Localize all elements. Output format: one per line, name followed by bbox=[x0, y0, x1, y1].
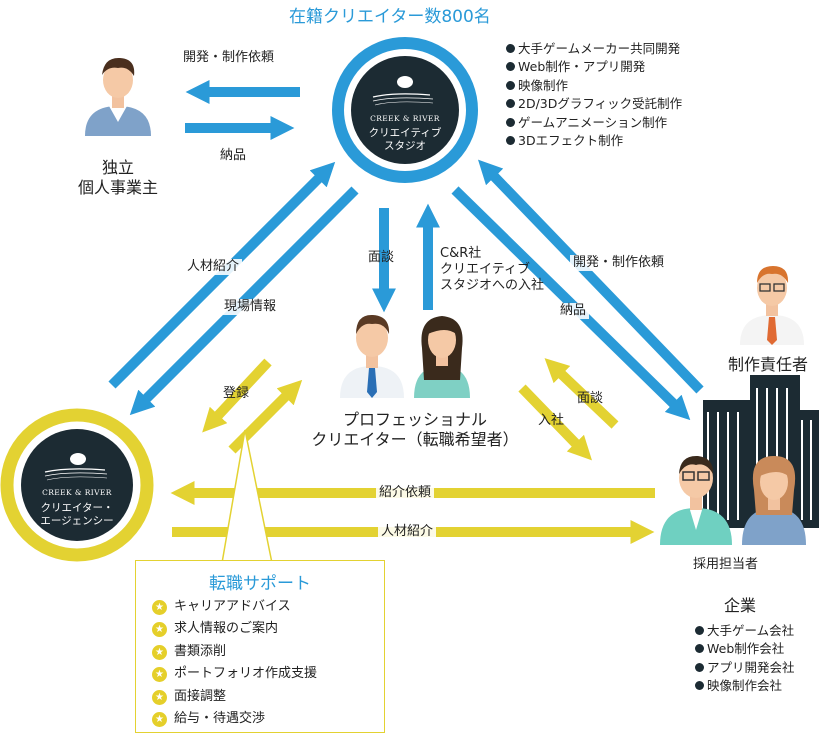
star-icon: ★ bbox=[152, 622, 167, 638]
recruiter-female-icon bbox=[742, 456, 806, 545]
studio-logo-text: CREEK & RIVER bbox=[370, 114, 440, 123]
arrow-talent-intro-to-studio bbox=[108, 161, 336, 389]
list-item: ★求人情報のご案内 bbox=[152, 618, 317, 640]
manager-label: 制作責任者 bbox=[728, 355, 809, 374]
creator-line1: プロフェッショナル bbox=[342, 410, 487, 429]
arrow-register-to-agency bbox=[202, 358, 272, 433]
list-item: 3Dエフェクト制作 bbox=[506, 132, 682, 150]
arrow-interview-to-creator bbox=[544, 358, 619, 429]
independent-line2: 個人事業主 bbox=[77, 178, 158, 197]
blue-arrows bbox=[108, 79, 704, 421]
studio-name-line2: スタジオ bbox=[384, 140, 426, 152]
creator-label: プロフェッショナル クリエイター（転職希望者） bbox=[300, 410, 530, 450]
star-icon: ★ bbox=[152, 644, 167, 660]
manager-person-icon bbox=[740, 266, 804, 345]
label-delivery-top: 納品 bbox=[220, 148, 247, 163]
list-item: ★面接調整 bbox=[152, 686, 317, 708]
label-site-info: 現場情報 bbox=[221, 299, 280, 316]
agency-logo-text: CREEK & RIVER bbox=[42, 488, 112, 497]
label-interview-center: 面談 bbox=[368, 250, 395, 265]
arrow-join-to-company bbox=[518, 384, 593, 461]
list-item: ゲームアニメーション制作 bbox=[506, 114, 682, 132]
page-title: 在籍クリエイター数800名 bbox=[289, 7, 491, 27]
support-title: 転職サポート bbox=[209, 574, 311, 594]
list-item: 映像制作 bbox=[506, 77, 682, 95]
list-item: アプリ開発会社 bbox=[695, 659, 795, 677]
label-intro-request: 紹介依頼 bbox=[376, 485, 435, 502]
list-item: 大手ゲームメーカー共同開発 bbox=[506, 40, 682, 58]
star-icon: ★ bbox=[152, 689, 167, 705]
arrow-agency-to-creator bbox=[228, 379, 303, 454]
label-register: 登録 bbox=[223, 386, 250, 401]
agency-circle bbox=[0, 408, 154, 562]
recruiter-male-icon bbox=[660, 455, 732, 545]
creek-river-logo-icon bbox=[44, 453, 108, 481]
creator-line2: クリエイター（転職希望者） bbox=[311, 430, 519, 449]
label-talent-intro-bottom: 人材紹介 bbox=[378, 524, 437, 541]
label-dev-request-top: 開発・制作依頼 bbox=[183, 50, 275, 65]
support-box: 転職サポート ★キャリアアドバイス ★求人情報のご案内 ★書類添削 ★ポートフォ… bbox=[135, 560, 385, 733]
independent-line1: 独立 bbox=[101, 158, 134, 177]
list-item: 映像制作会社 bbox=[695, 677, 795, 695]
label-join-line3: スタジオへの入社 bbox=[440, 278, 545, 293]
list-item: Web制作会社 bbox=[695, 640, 795, 658]
label-talent-intro-left: 人材紹介 bbox=[184, 259, 243, 276]
list-item: 大手ゲーム会社 bbox=[695, 622, 795, 640]
star-icon: ★ bbox=[152, 712, 167, 728]
list-item: ★キャリアアドバイス bbox=[152, 596, 317, 618]
label-interview-right: 面談 bbox=[577, 391, 604, 406]
label-delivery-right: 納品 bbox=[557, 303, 590, 320]
list-item: ★給与・待遇交渉 bbox=[152, 708, 317, 730]
label-join-line2: クリエイティブ bbox=[440, 262, 530, 277]
creator-female-icon bbox=[414, 316, 470, 398]
arrow-delivery-to-company bbox=[451, 186, 691, 421]
studio-services-list: 大手ゲームメーカー共同開発 Web制作・アプリ開発 映像制作 2D/3Dグラフィ… bbox=[506, 40, 682, 150]
list-item: ★ポートフォリオ作成支援 bbox=[152, 663, 317, 685]
label-dev-request-right: 開発・制作依頼 bbox=[570, 255, 668, 272]
studio-name: クリエイティブ スタジオ bbox=[355, 127, 455, 153]
agency-name-line2: エージェンシー bbox=[40, 515, 114, 527]
list-item: Web制作・アプリ開発 bbox=[506, 58, 682, 76]
arrow-site-info-to-agency bbox=[129, 186, 359, 416]
creator-male-icon bbox=[340, 314, 404, 398]
studio-name-line1: クリエイティブ bbox=[368, 127, 442, 139]
company-types-list: 大手ゲーム会社 Web制作会社 アプリ開発会社 映像制作会社 bbox=[695, 622, 795, 696]
label-join-studio: C&R社 クリエイティブ スタジオへの入社 bbox=[440, 246, 544, 294]
label-join-line1: C&R社 bbox=[440, 246, 482, 261]
arrow-dev-request-to-studio bbox=[478, 159, 704, 394]
agency-name: クリエイター・ エージェンシー bbox=[27, 502, 127, 528]
list-item: ★書類添削 bbox=[152, 641, 317, 663]
company-title: 企業 bbox=[724, 596, 757, 615]
star-icon: ★ bbox=[152, 600, 167, 615]
independent-person-icon bbox=[85, 57, 151, 136]
studio-circle bbox=[332, 37, 478, 183]
agency-name-line1: クリエイター・ bbox=[40, 502, 114, 514]
independent-label: 独立 個人事業主 bbox=[60, 158, 176, 198]
creek-river-logo-icon bbox=[372, 76, 434, 106]
star-icon: ★ bbox=[152, 667, 167, 683]
recruiter-label: 採用担当者 bbox=[693, 557, 759, 572]
support-list: ★キャリアアドバイス ★求人情報のご案内 ★書類添削 ★ポートフォリオ作成支援 … bbox=[152, 596, 317, 730]
list-item: 2D/3Dグラフィック受託制作 bbox=[506, 95, 682, 113]
label-join-company: 入社 bbox=[538, 413, 565, 428]
